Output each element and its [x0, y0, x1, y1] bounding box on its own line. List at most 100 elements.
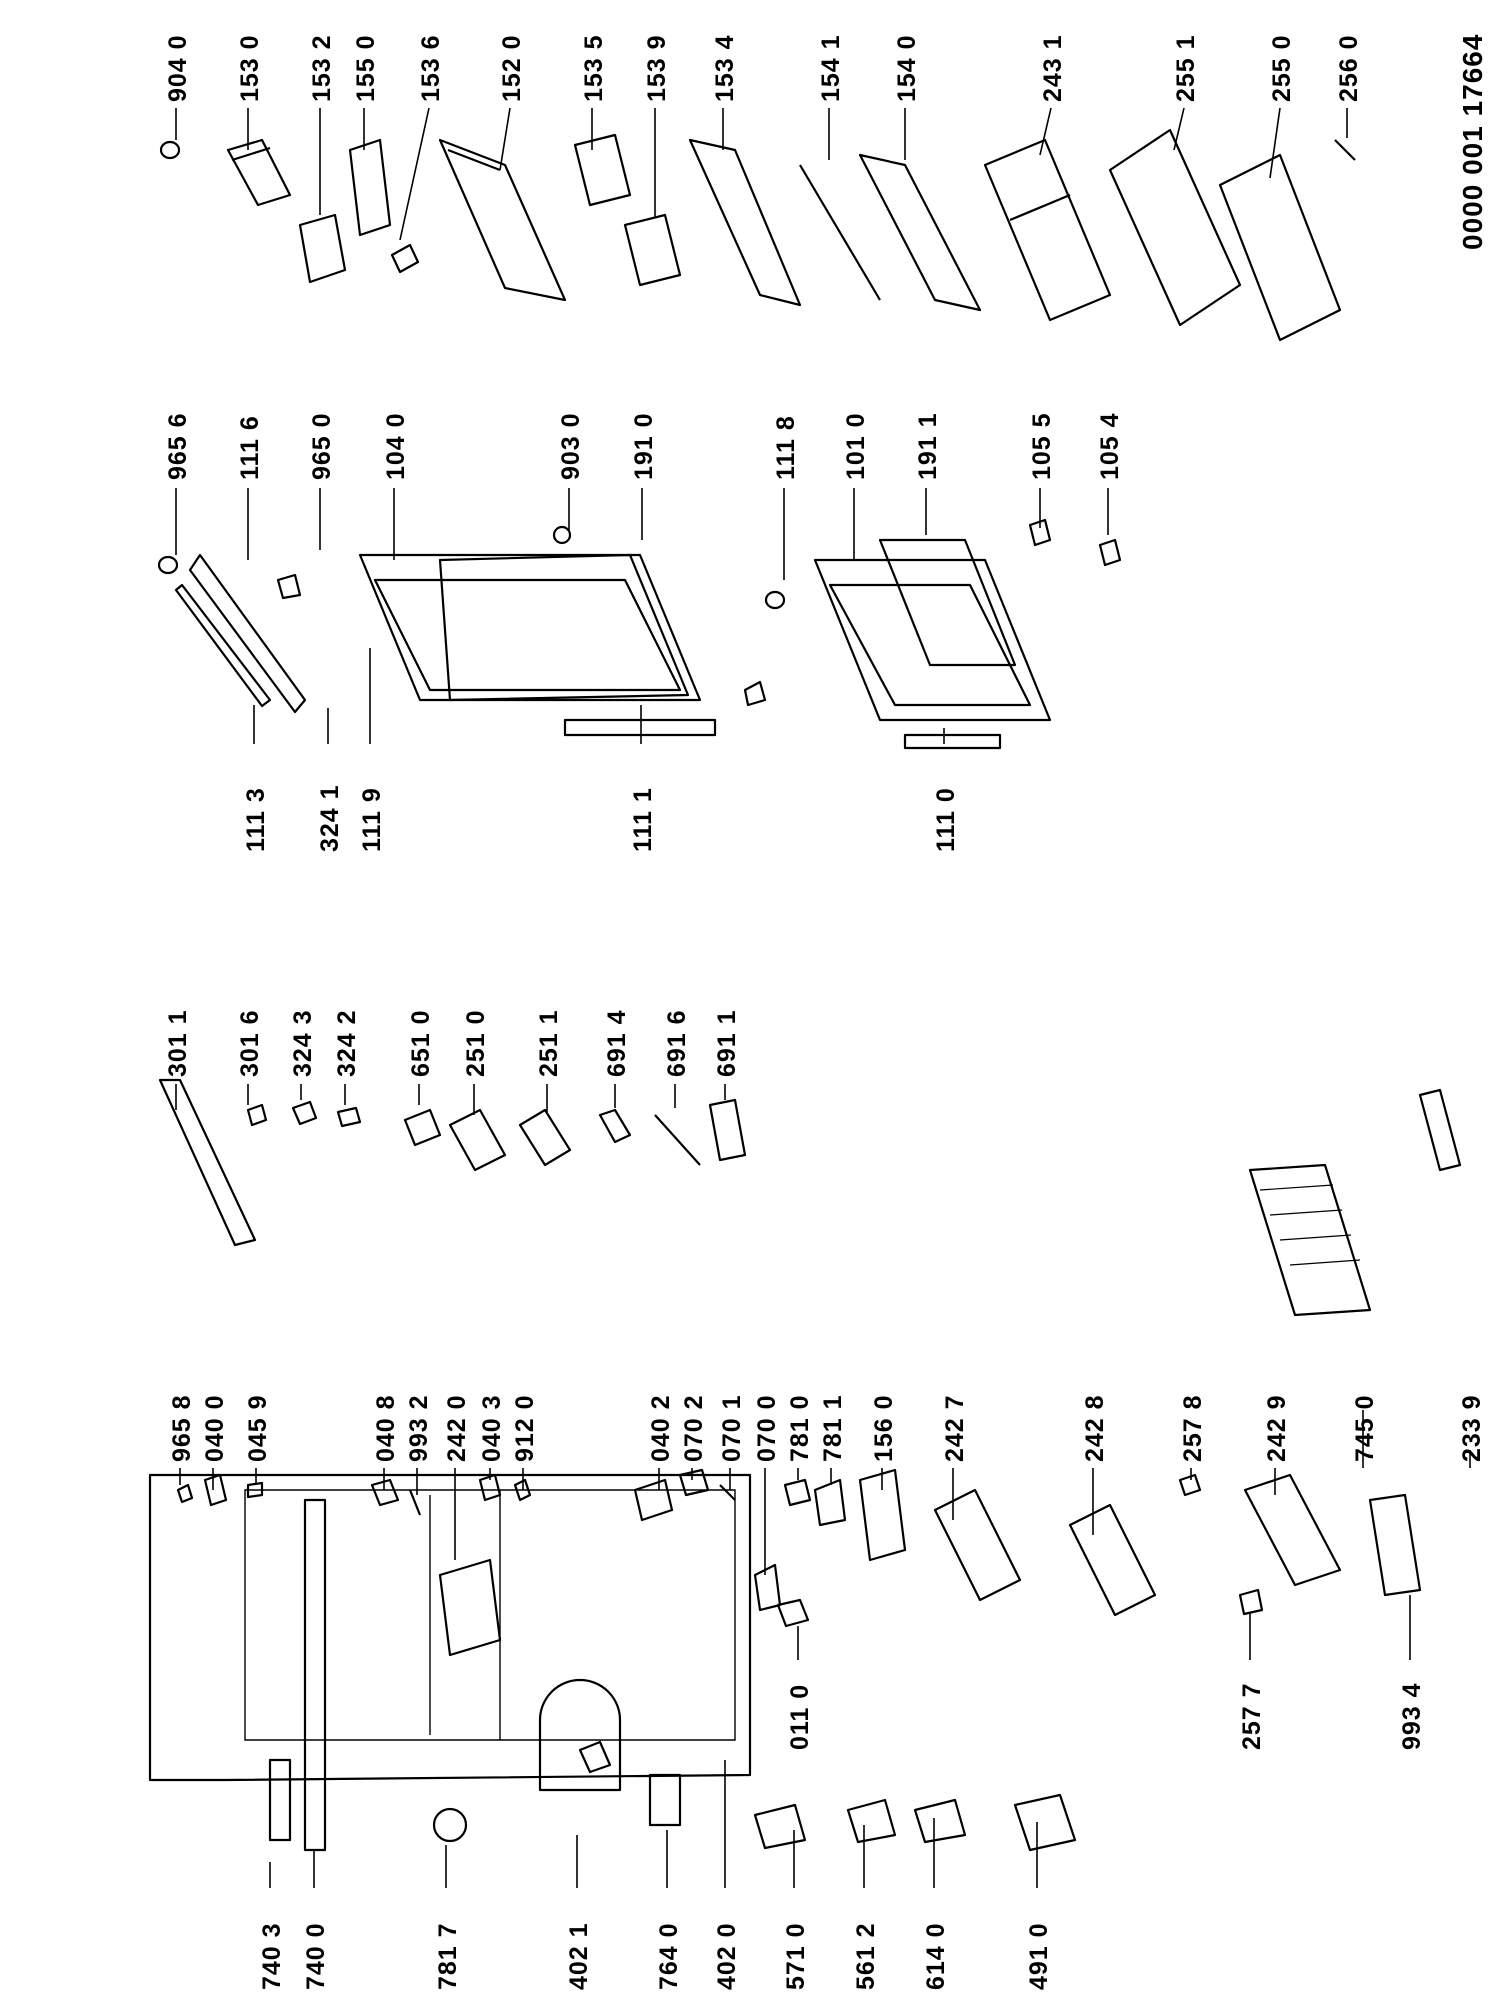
- part-label: 243 1: [1039, 34, 1067, 102]
- part-label: 070 0: [753, 1394, 781, 1462]
- cap-part: [764, 590, 786, 610]
- cabinet-group: [148, 1088, 1462, 1782]
- tray-part: [1368, 1493, 1422, 1597]
- part-label: 153 4: [711, 34, 739, 102]
- doors-group: [157, 518, 1122, 750]
- timer-part: [913, 1798, 967, 1844]
- part-label: 242 7: [941, 1394, 969, 1462]
- part-label: 153 6: [417, 34, 445, 102]
- part-label: 402 1: [565, 1922, 593, 1990]
- part-label: 111 3: [242, 787, 270, 852]
- part-label: 191 0: [630, 412, 658, 480]
- thermostat-part: [432, 1807, 468, 1843]
- part-label: 255 0: [1268, 34, 1296, 102]
- hinge-part: [1098, 538, 1122, 567]
- part-label: 740 0: [302, 1922, 330, 1990]
- part-label: 965 8: [168, 1394, 196, 1462]
- lamp-cover-part: [813, 1478, 847, 1527]
- part-label: 251 1: [535, 1009, 563, 1077]
- screw-part: [513, 1478, 532, 1502]
- part-label: 324 2: [333, 1009, 361, 1077]
- part-label: 242 9: [1263, 1394, 1291, 1462]
- door-bin-part: [438, 138, 567, 302]
- clip-part: [390, 243, 420, 274]
- part-label: 904 0: [164, 34, 192, 102]
- hinge-part: [633, 1478, 674, 1522]
- part-labels: 904 0 153 0 153 2 155 0 153 6 152 0 153 …: [164, 34, 1486, 1990]
- part-label: 152 0: [498, 34, 526, 102]
- connector-part: [708, 1098, 747, 1162]
- part-label: 111 9: [358, 787, 386, 852]
- part-label: 571 0: [782, 1922, 810, 1990]
- part-label: 111 1: [629, 787, 657, 852]
- handle-part: [188, 553, 307, 714]
- part-label: 965 0: [308, 412, 336, 480]
- part-label: 156 0: [870, 1394, 898, 1462]
- part-label: 781 1: [819, 1394, 847, 1462]
- door-gasket-part: [438, 553, 690, 702]
- screw-cap-part: [159, 140, 181, 160]
- clip-part: [336, 1106, 362, 1128]
- hinge-part: [203, 1473, 228, 1507]
- wire-part: [654, 1114, 701, 1166]
- part-label: 105 4: [1096, 412, 1124, 480]
- part-label: 111 8: [772, 415, 800, 480]
- plate-part: [448, 1108, 507, 1172]
- part-label: 242 0: [443, 1394, 471, 1462]
- trim-part: [1334, 139, 1356, 161]
- part-label: 301 6: [236, 1009, 264, 1077]
- bracket-part: [1013, 1793, 1077, 1852]
- part-label: 993 4: [1398, 1682, 1426, 1750]
- screw-part: [176, 1483, 194, 1504]
- upper-door-part: [358, 553, 702, 702]
- leader-lines: [175, 107, 1471, 1888]
- small-bin-part: [573, 133, 632, 207]
- egg-tray-part: [348, 138, 392, 237]
- part-label: 781 7: [434, 1922, 462, 1990]
- control-panel-part: [158, 1078, 257, 1247]
- part-label: 691 1: [713, 1009, 741, 1077]
- lamp-part: [783, 1478, 812, 1507]
- condenser-part: [303, 1498, 327, 1852]
- cap-part: [276, 573, 302, 600]
- knob-part: [246, 1103, 268, 1127]
- part-label: 153 9: [643, 34, 671, 102]
- part-label: 256 0: [1335, 34, 1363, 102]
- clip-part: [291, 1100, 318, 1126]
- part-label: 045 9: [244, 1394, 272, 1462]
- ice-tray-part: [858, 1468, 907, 1562]
- part-label: 651 0: [407, 1009, 435, 1077]
- cabinet-interior-part: [244, 1489, 736, 1741]
- part-label: 251 0: [462, 1009, 490, 1077]
- document-number: 0000 001 17664: [1457, 34, 1488, 250]
- part-label: 324 3: [289, 1009, 317, 1077]
- part-label: 255 1: [1172, 34, 1200, 102]
- small-bin-part: [623, 213, 682, 287]
- part-label: 105 5: [1028, 412, 1056, 480]
- part-label: 040 2: [647, 1394, 675, 1462]
- handle-trim-part: [174, 583, 272, 708]
- part-label: 324 1: [316, 784, 344, 852]
- part-label: 040 3: [478, 1394, 506, 1462]
- part-label: 242 8: [1081, 1394, 1109, 1462]
- part-label: 912 0: [511, 1394, 539, 1462]
- part-label: 965 6: [164, 412, 192, 480]
- starter-part: [753, 1803, 807, 1850]
- part-label: 011 0: [786, 1684, 814, 1750]
- part-label: 191 1: [914, 412, 942, 480]
- door-bin-part: [858, 153, 982, 312]
- door-bin-part: [688, 138, 802, 307]
- hinge-part: [478, 1473, 502, 1502]
- sensor-part: [598, 1108, 632, 1144]
- hinge-part: [743, 680, 767, 707]
- pin-part: [246, 1481, 264, 1499]
- wire-basket-grid: [1259, 1184, 1361, 1266]
- filter-part: [648, 1773, 682, 1827]
- part-label: 040 8: [372, 1394, 400, 1462]
- bottom-parts-group: [268, 1493, 1422, 1852]
- trim-part: [719, 1484, 736, 1501]
- bracket-part: [678, 1468, 710, 1497]
- part-label: 153 2: [308, 34, 336, 102]
- glass-shelf-part: [983, 138, 1112, 322]
